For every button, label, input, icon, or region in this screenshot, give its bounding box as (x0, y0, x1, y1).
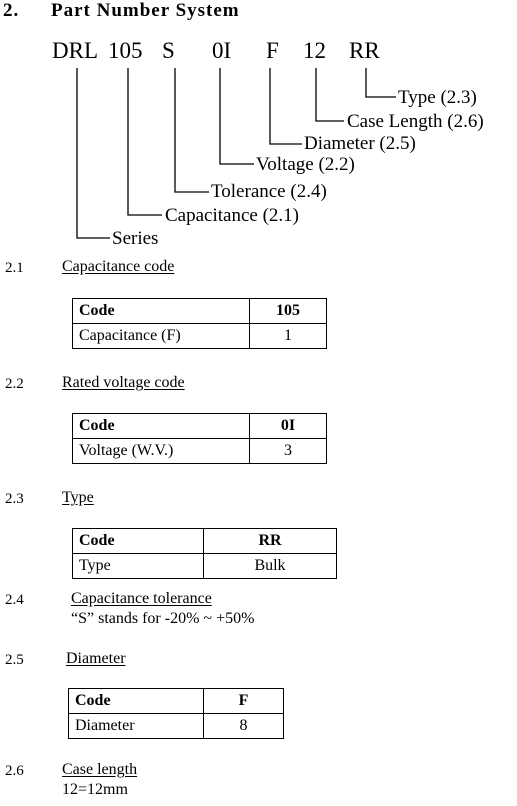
capacitance-code-table: Code 105 Capacitance (F) 1 (72, 298, 327, 349)
page-title: Part Number System (51, 0, 240, 21)
case-length-description: 12=12mm (62, 781, 128, 798)
label-series: Series (112, 228, 159, 249)
label-diameter: Diameter (2.5) (304, 133, 416, 154)
section-title: Diameter (66, 650, 126, 667)
pn-type-code: RR (349, 38, 380, 63)
type-table: Code RR Type Bulk (72, 528, 337, 579)
table-cell: Diameter (68, 713, 204, 739)
pn-diameter-code: F (266, 38, 279, 63)
table-header-cell: 105 (249, 298, 327, 324)
table-header-cell: Code (72, 528, 204, 554)
pn-capacitance-code: 105 (108, 38, 143, 63)
pn-case-length-code: 12 (303, 38, 326, 63)
table-header-cell: Code (72, 298, 250, 324)
table-header-cell: Code (68, 688, 204, 714)
section-number: 2.5 (5, 652, 24, 668)
label-type: Type (2.3) (398, 87, 477, 108)
section-number: 2.6 (5, 763, 24, 779)
section-title: Rated voltage code (62, 374, 185, 391)
section-title: Type (62, 489, 94, 506)
section-number: 2. (3, 0, 20, 21)
section-title: Capacitance code (62, 258, 175, 275)
table-cell: 3 (249, 438, 327, 464)
section-title: Case length (62, 761, 138, 778)
section-number: 2.2 (5, 376, 24, 392)
label-tolerance: Tolerance (2.4) (211, 181, 327, 202)
pn-tolerance-code: S (162, 38, 175, 63)
table-cell: Voltage (W.V.) (72, 438, 250, 464)
section-title: Capacitance tolerance (71, 590, 212, 607)
table-cell: Bulk (203, 553, 337, 579)
pn-series-code: DRL (52, 38, 98, 63)
table-cell: 8 (203, 713, 284, 739)
table-cell: Type (72, 553, 204, 579)
part-number-connector-lines (76, 68, 396, 239)
table-header-cell: RR (203, 528, 337, 554)
section-number: 2.3 (5, 491, 24, 507)
table-cell: 1 (249, 323, 327, 349)
pn-voltage-code: 0I (212, 38, 232, 63)
diameter-table: Code F Diameter 8 (68, 688, 284, 739)
table-header-cell: Code (72, 413, 250, 439)
label-capacitance: Capacitance (2.1) (165, 205, 299, 226)
label-voltage: Voltage (2.2) (256, 154, 355, 175)
table-header-cell: F (203, 688, 284, 714)
table-cell: Capacitance (F) (72, 323, 250, 349)
section-number: 2.1 (5, 260, 24, 276)
label-case-length: Case Length (2.6) (347, 111, 484, 132)
tolerance-description: “S” stands for -20% ~ +50% (71, 610, 255, 627)
table-header-cell: 0I (249, 413, 327, 439)
section-number: 2.4 (5, 592, 24, 608)
rated-voltage-code-table: Code 0I Voltage (W.V.) 3 (72, 413, 327, 464)
